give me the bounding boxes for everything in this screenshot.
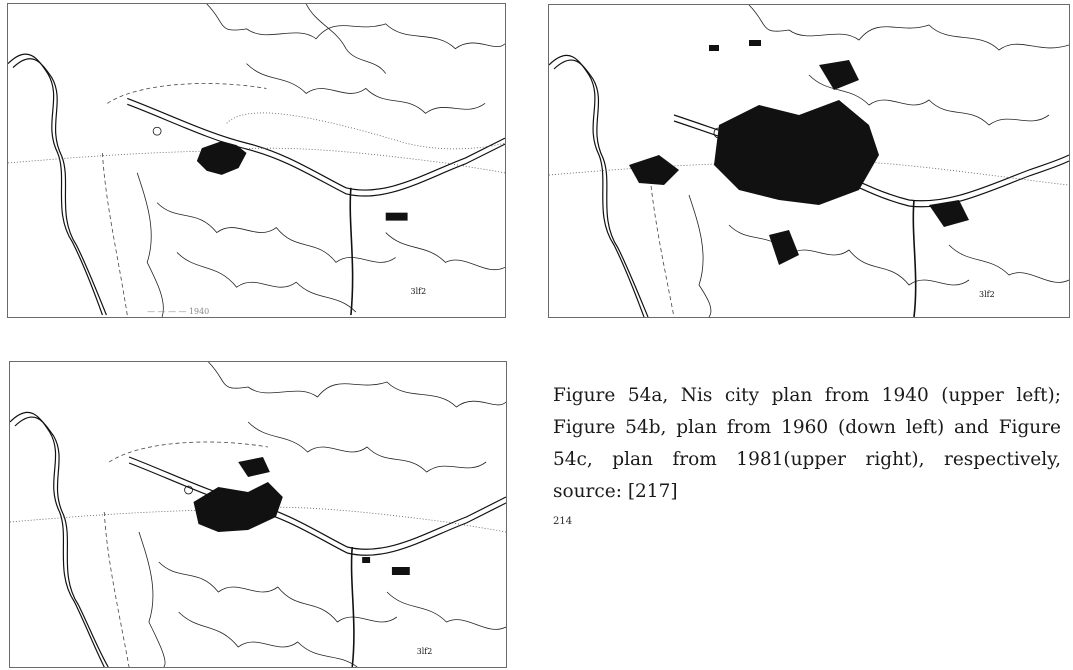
map-figure-54a: 3lf2 — — — — 1940 xyxy=(7,3,506,318)
urban-area-1940 xyxy=(196,141,408,221)
roads xyxy=(549,159,1069,186)
map-drawing-1960: 3lf2 xyxy=(10,362,506,667)
contour-lines xyxy=(136,4,505,317)
river-nisava xyxy=(10,411,506,667)
roads xyxy=(8,112,505,174)
fortress-marker xyxy=(152,126,162,136)
map-scale-note: 3lf2 xyxy=(417,647,433,656)
fortress-marker xyxy=(713,127,725,139)
railway xyxy=(912,199,917,317)
contour-lines xyxy=(688,5,1069,317)
map-drawing-1940: 3lf2 — — — — 1940 xyxy=(8,4,505,317)
map-scale-note: 3lf2 xyxy=(979,290,995,299)
boundary-lines xyxy=(648,164,675,317)
fortress-marker xyxy=(184,485,193,495)
contour-lines xyxy=(138,362,506,667)
map-scale-note: 3lf2 xyxy=(411,287,427,296)
map-figure-54b: 3lf2 xyxy=(9,361,507,668)
boundary-lines xyxy=(103,441,268,667)
map-drawing-1981: 3lf2 xyxy=(549,5,1069,317)
faint-map-caption: — — — — 1940 xyxy=(147,307,209,316)
urban-area-1981 xyxy=(629,40,969,265)
page-number: 214 xyxy=(553,516,573,527)
map-figure-54c: 3lf2 xyxy=(548,4,1070,318)
urban-area-1960 xyxy=(193,457,410,575)
figure-caption: Figure 54a, Nis city plan from 1940 (upp… xyxy=(553,385,1061,502)
river-nisava xyxy=(8,53,505,316)
railway xyxy=(350,546,355,667)
boundary-lines xyxy=(102,83,267,316)
railway xyxy=(349,187,354,316)
